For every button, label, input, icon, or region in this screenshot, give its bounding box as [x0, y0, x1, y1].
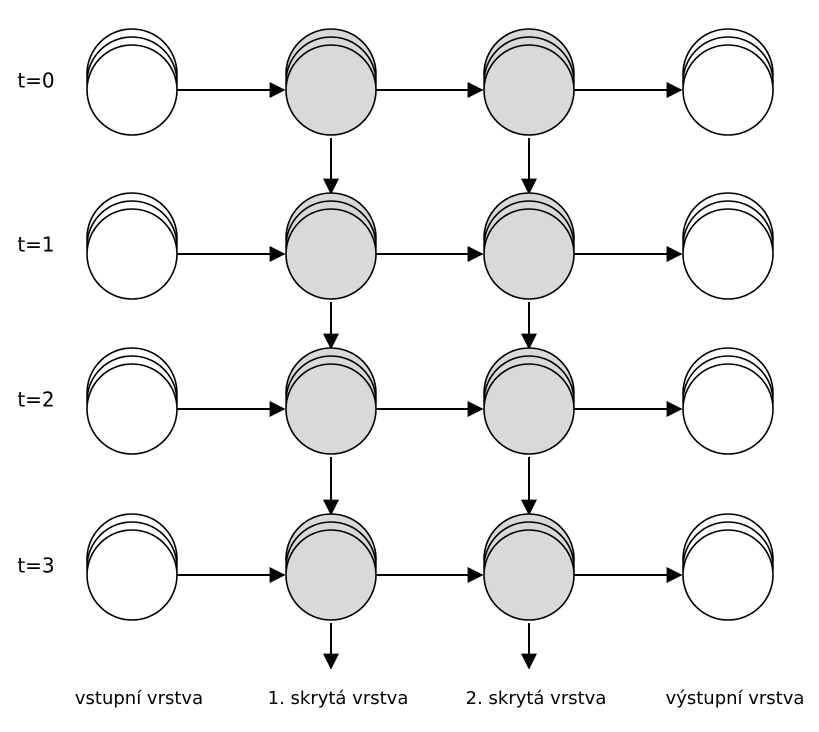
time-step-label: t=2 [17, 388, 54, 412]
neuron-group-hidden-t0 [285, 28, 377, 136]
neuron-circle [682, 44, 774, 136]
labels: t=0 t=1 t=2 t=3 vstupní vrstva 1. skrytá vrst… [17, 69, 804, 710]
neuron-circle [86, 529, 178, 621]
neuron-circle [86, 44, 178, 136]
layer-label-input: vstupní vrstva [75, 688, 203, 709]
neuron-group-hidden-t2 [285, 347, 377, 455]
time-step-label: t=0 [17, 69, 54, 93]
neuron-group-hidden-t3 [483, 513, 575, 621]
neuron-group-output-t2 [682, 347, 774, 455]
neuron-circle [483, 529, 575, 621]
neuron-circle [682, 208, 774, 300]
neuron-circle [285, 208, 377, 300]
layer-label-hidden: 1. skrytá vrstva [268, 688, 409, 709]
neuron-circle [285, 529, 377, 621]
neuron-circle [86, 363, 178, 455]
time-step-label: t=1 [17, 233, 54, 257]
neuron-group-output-t1 [682, 192, 774, 300]
neuron-group-hidden-t1 [483, 192, 575, 300]
time-step-label: t=3 [17, 554, 54, 578]
layer-label-output: výstupní vrstva [666, 688, 805, 709]
neuron-group-hidden-t0 [483, 28, 575, 136]
neuron-circle [285, 363, 377, 455]
neuron-circle [682, 363, 774, 455]
neuron-group-hidden-t2 [483, 347, 575, 455]
layer-label-hidden: 2. skrytá vrstva [466, 688, 607, 709]
neuron-group-input-t3 [86, 513, 178, 621]
neuron-circle [86, 208, 178, 300]
neuron-group-output-t0 [682, 28, 774, 136]
neuron-groups [86, 28, 774, 621]
neuron-circle [483, 208, 575, 300]
neuron-group-input-t2 [86, 347, 178, 455]
neuron-group-output-t3 [682, 513, 774, 621]
neuron-circle [483, 363, 575, 455]
neuron-circle [285, 44, 377, 136]
neuron-group-input-t0 [86, 28, 178, 136]
connections [177, 82, 683, 670]
neuron-circle [682, 529, 774, 621]
neuron-circle [483, 44, 575, 136]
neuron-group-hidden-t1 [285, 192, 377, 300]
neuron-group-input-t1 [86, 192, 178, 300]
neuron-group-hidden-t3 [285, 513, 377, 621]
